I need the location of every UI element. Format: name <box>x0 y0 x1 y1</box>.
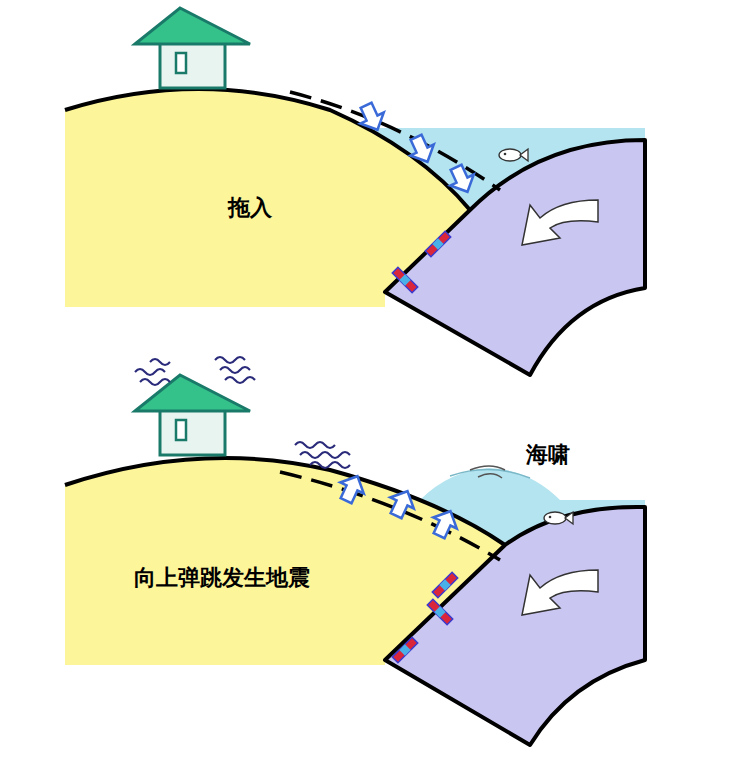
shaking-lines <box>135 357 350 468</box>
land-surface <box>65 458 505 545</box>
plate-motion-arrow <box>522 200 598 245</box>
plate-motion-arrow <box>522 570 598 615</box>
panel-rebound <box>65 357 645 745</box>
oceanic-plate <box>385 140 645 375</box>
land-surface <box>65 89 470 210</box>
tsunami-swirl <box>470 466 505 478</box>
caption-label: 向上弹跳发生地震 <box>134 563 310 593</box>
oceanic-plate <box>385 507 645 745</box>
caption-label: 拖入 <box>228 193 272 223</box>
original-surface-line <box>280 472 500 560</box>
panel-drag <box>65 8 645 375</box>
original-surface-line <box>290 92 500 190</box>
caption-label: 海啸 <box>526 440 570 470</box>
